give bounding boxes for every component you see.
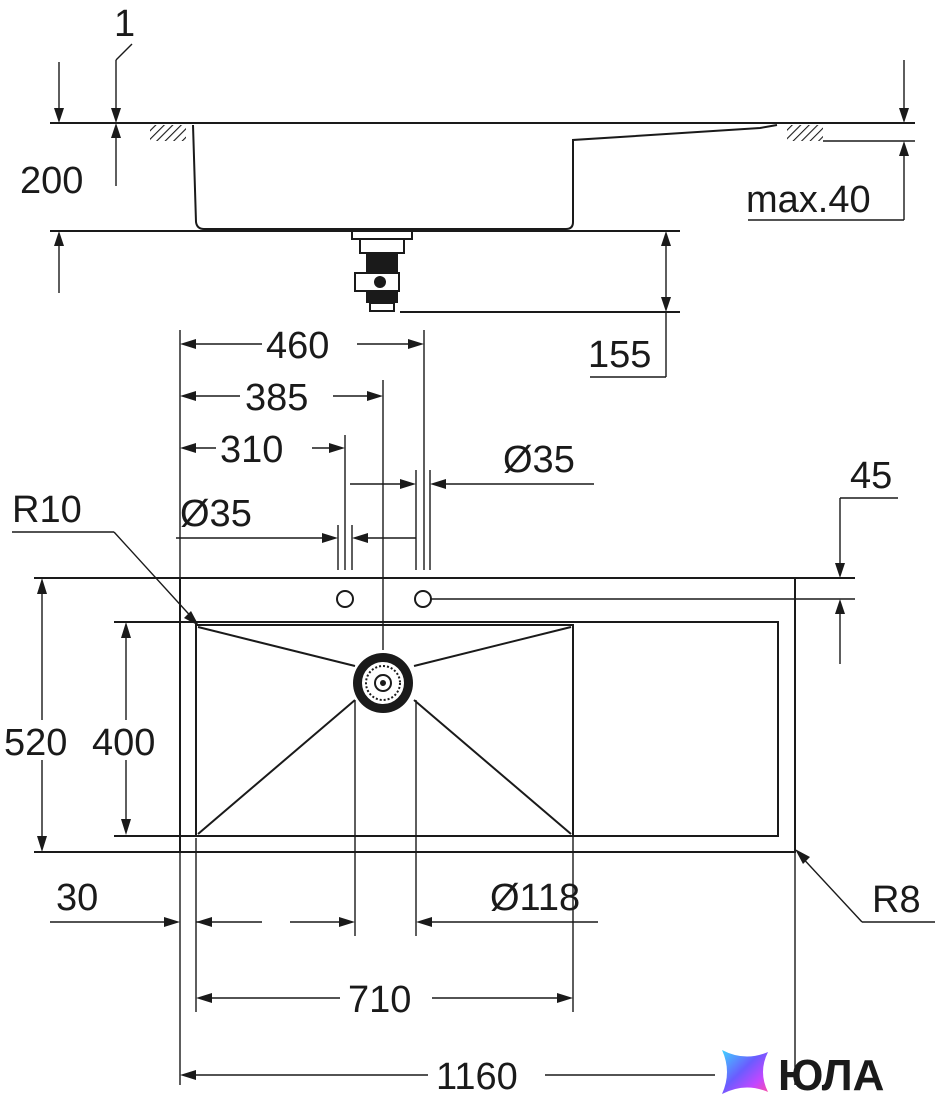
dim-1160-label: 1160 [436, 1056, 518, 1098]
dim-385-label: 385 [245, 377, 308, 419]
side-view: 1 200 max.40 155 [20, 3, 915, 378]
counter-hatch-right [787, 125, 823, 141]
tap-hole-right [414, 590, 432, 608]
drain-outlet [353, 653, 413, 713]
yula-logo-mark [722, 1050, 768, 1094]
tap-hole-left [336, 590, 354, 608]
dim-max40-label: max.40 [746, 179, 871, 221]
dim-155-label: 155 [588, 334, 651, 376]
bowl-outline [195, 624, 574, 837]
yula-logo: ЮЛА [722, 1050, 884, 1100]
dim-30-label: 30 [56, 877, 98, 919]
waste-fitting [351, 230, 413, 312]
top-view [34, 577, 855, 853]
dim-dia35-left-label: Ø35 [180, 493, 252, 535]
dim-710-label: 710 [348, 979, 411, 1021]
dim-1-label: 1 [114, 3, 135, 45]
dim-400-label: 400 [92, 722, 155, 764]
yula-logo-text: ЮЛА [778, 1051, 884, 1100]
bowl-and-drainer-outline [114, 621, 779, 837]
top-view-dimensions: 460 385 310 Ø35 Ø35 R10 [4, 325, 935, 1098]
dim-460-label: 460 [266, 325, 329, 367]
dim-r10-label: R10 [12, 489, 82, 531]
dim-310-label: 310 [220, 429, 283, 471]
sink-profile [192, 124, 778, 230]
dim-dia35-right-label: Ø35 [503, 439, 575, 481]
sink-outer-outline [179, 577, 796, 853]
counter-hatch-left [150, 125, 186, 141]
dim-45-label: 45 [850, 455, 892, 497]
dim-200-label: 200 [20, 160, 83, 202]
dim-r8-label: R8 [872, 879, 921, 921]
dim-520-label: 520 [4, 722, 67, 764]
dim-dia118-label: Ø118 [490, 877, 580, 919]
